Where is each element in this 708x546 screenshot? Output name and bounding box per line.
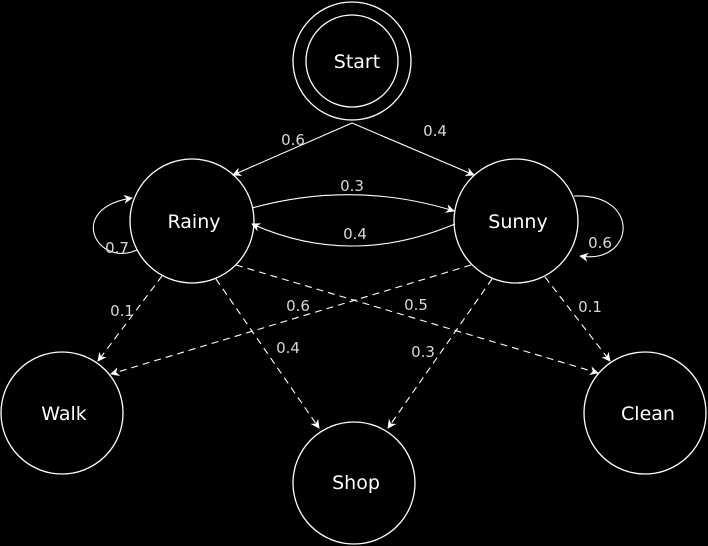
edge-sunny-clean bbox=[544, 276, 611, 362]
edge-sunny-clean-label: 0.1 bbox=[578, 298, 602, 316]
node-clean: Clean bbox=[583, 351, 707, 475]
edge-sunny-walk bbox=[110, 264, 472, 376]
edge-rainy-shop-label: 0.4 bbox=[276, 339, 300, 357]
edge-rainy-shop bbox=[215, 278, 320, 429]
edge-rainy-self bbox=[92, 194, 138, 254]
edge-rainy-sunny bbox=[251, 194, 455, 213]
edge-sunny-shop-label: 0.3 bbox=[411, 343, 435, 361]
node-sunny: Sunny bbox=[453, 158, 579, 284]
edge-sunny-self bbox=[573, 195, 624, 262]
edge-rainy-walk-label: 0.1 bbox=[110, 302, 134, 320]
edge-start-rainy-label: 0.6 bbox=[281, 131, 305, 149]
node-walk: Walk bbox=[0, 351, 124, 475]
edge-rainy-sunny-label: 0.3 bbox=[340, 177, 364, 195]
edge-sunny-walk-label: 0.6 bbox=[286, 297, 310, 315]
node-start: Start bbox=[292, 1, 412, 121]
node-start-label: Start bbox=[334, 51, 380, 73]
edge-start-rainy bbox=[232, 122, 353, 176]
node-shop-label: Shop bbox=[332, 472, 380, 494]
node-rainy-label: Rainy bbox=[168, 211, 221, 233]
node-clean-label: Clean bbox=[621, 403, 675, 425]
edge-rainy-self-label: 0.7 bbox=[105, 239, 129, 257]
edge-sunny-rainy bbox=[251, 223, 456, 247]
edge-start-sunny bbox=[351, 122, 475, 176]
node-sunny-label: Sunny bbox=[488, 211, 547, 233]
edge-sunny-self-label: 0.6 bbox=[588, 234, 612, 252]
edge-rainy-clean-label: 0.5 bbox=[404, 296, 428, 314]
node-shop: Shop bbox=[292, 421, 416, 545]
node-walk-label: Walk bbox=[41, 403, 87, 425]
node-rainy: Rainy bbox=[129, 158, 255, 284]
edge-rainy-clean bbox=[235, 264, 599, 375]
edge-start-sunny-label: 0.4 bbox=[423, 122, 447, 140]
edge-rainy-walk bbox=[97, 275, 163, 362]
edge-sunny-rainy-label: 0.4 bbox=[343, 225, 367, 243]
edge-sunny-shop bbox=[387, 278, 493, 429]
